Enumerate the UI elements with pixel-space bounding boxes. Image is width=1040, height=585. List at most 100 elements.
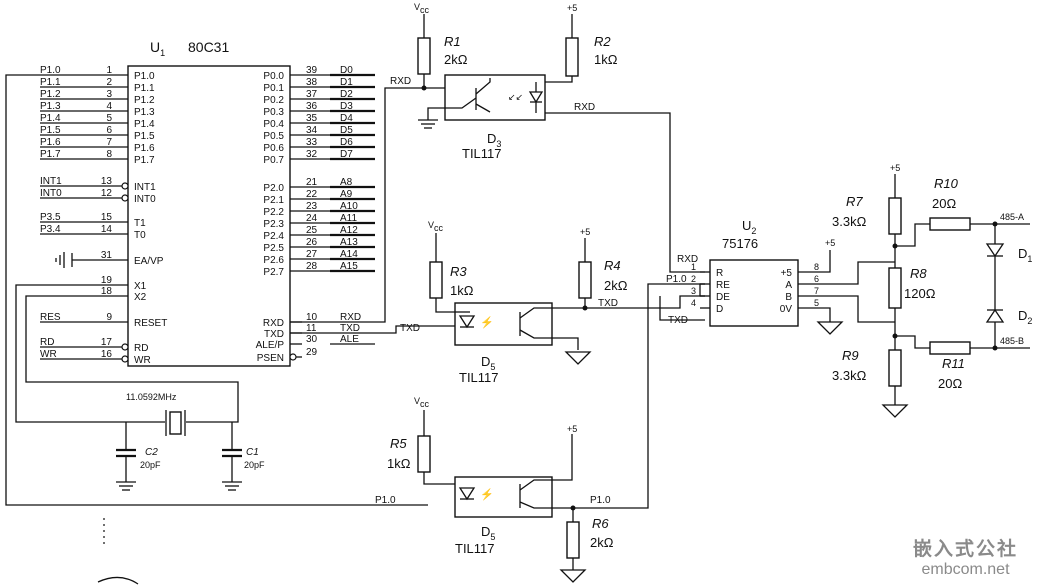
u1-pin-label-39: P0.0 xyxy=(263,71,284,82)
u1-pin-label-5: P1.4 xyxy=(134,119,155,130)
inversion-bubble-icon xyxy=(121,343,129,351)
r3-resistor: Vcc R3 1kΩ xyxy=(428,220,474,313)
c2-value: 20pF xyxy=(140,460,161,470)
u1-pin-num-14: 14 xyxy=(101,224,113,235)
u2-pin-num-6: 6 xyxy=(814,274,819,284)
plus5-r4-label: +5 xyxy=(580,227,590,237)
u1-pin-label-12: INT0 xyxy=(134,194,156,205)
p10-wire: P1.0 xyxy=(5,74,428,506)
c2-ground-icon xyxy=(116,481,136,491)
txd-net-label-2: TXD xyxy=(598,298,618,309)
rxd-wiring: RXD RXD RXD xyxy=(290,76,705,323)
u1-pin-num-15: 15 xyxy=(101,212,113,223)
u1-net-36: D3 xyxy=(340,101,353,112)
u2-pin-label-5: 0V xyxy=(780,304,793,315)
u1-net-35: D4 xyxy=(340,113,353,124)
u1-net-32: D7 xyxy=(340,149,353,160)
r6-ref: R6 xyxy=(592,516,609,531)
u1-net-26: A13 xyxy=(340,237,358,248)
p10-net-label-right: P1.0 xyxy=(590,495,611,506)
u1-net-28: A15 xyxy=(340,261,358,272)
vcc-r5-label: Vcc xyxy=(414,396,430,409)
watermark-cn: 嵌入式公社 xyxy=(912,538,1018,560)
rxd-net-label-2: RXD xyxy=(574,102,595,113)
u1-pin-label-14: T0 xyxy=(134,230,146,241)
plus5-r2-label: +5 xyxy=(567,3,577,13)
u1-pin-label-11: TXD xyxy=(264,329,284,340)
d3-ground-icon xyxy=(418,119,438,129)
r4-value: 2kΩ xyxy=(604,278,628,293)
u1-body xyxy=(127,65,291,367)
u1-pin-num-21: 21 xyxy=(306,177,318,188)
u1-net-4: P1.3 xyxy=(40,101,61,112)
inversion-bubble-icon xyxy=(121,182,129,190)
u1-pin-label-9: RESET xyxy=(134,318,167,329)
u1-part: 80C31 xyxy=(188,39,229,55)
plus5-r7-label: +5 xyxy=(890,163,900,173)
u1-pin-label-2: P1.1 xyxy=(134,83,155,94)
d5-middle-ref: D5 xyxy=(481,354,495,372)
u1-net-15: P3.5 xyxy=(40,212,61,223)
u2-body xyxy=(709,259,799,327)
crystal-frequency: 11.0592MHz xyxy=(126,392,177,402)
u1-net-34: D5 xyxy=(340,125,353,136)
plus5-lower-label: +5 xyxy=(567,424,577,434)
vcc-r1-label: Vcc xyxy=(414,2,430,15)
r8-value: 120Ω xyxy=(904,286,936,301)
u1-pin-num-8: 8 xyxy=(106,149,112,160)
p10-net-label-left: P1.0 xyxy=(375,495,396,506)
u1-pin-label-34: P0.5 xyxy=(263,131,284,142)
c1-value: 20pF xyxy=(244,460,265,470)
u1-pin-num-1: 1 xyxy=(106,65,112,76)
u2-pin-label-3: DE xyxy=(716,292,730,303)
u1-pin-num-16: 16 xyxy=(101,349,113,360)
u1-pin-label-7: P1.6 xyxy=(134,143,155,154)
ea-ground-icon xyxy=(55,252,128,268)
u1-pin-num-7: 7 xyxy=(106,137,112,148)
u1-pin-label-10: RXD xyxy=(263,318,284,329)
d5-light-icon-lower: ⚡ xyxy=(480,488,494,501)
u2-part: 75176 xyxy=(722,236,758,251)
u1-pin-label-3: P1.2 xyxy=(134,95,155,106)
u1-net-11: TXD xyxy=(340,323,360,334)
u1-pin-num-19: 19 xyxy=(101,275,113,286)
u1-pin-label-29: PSEN xyxy=(257,353,284,364)
u1-pin-num-23: 23 xyxy=(306,201,318,212)
u1-pin-label-26: P2.5 xyxy=(263,243,284,254)
u1-pin-num-32: 32 xyxy=(306,149,318,160)
u1-pin-label-19: X1 xyxy=(134,281,147,292)
r9-ref: R9 xyxy=(842,348,859,363)
u2-pin-label-8: +5 xyxy=(781,268,793,279)
u1-pin-label-36: P0.3 xyxy=(263,107,284,118)
u1-pin-label-16: WR xyxy=(134,355,151,366)
u1-pin-num-6: 6 xyxy=(106,125,112,136)
rxd-net-label-3: RXD xyxy=(677,254,698,265)
u2-pin-num-8: 8 xyxy=(814,262,819,272)
bus-a-label: 485-A xyxy=(1000,212,1024,222)
txd-net-label-3: TXD xyxy=(668,315,688,326)
d5-light-icon-middle: ⚡ xyxy=(480,316,494,329)
u1-pin-label-23: P2.2 xyxy=(263,207,284,218)
d5-lower-part: TIL117 xyxy=(455,541,495,556)
u1-net-17: RD xyxy=(40,337,54,348)
u1-pin-num-17: 17 xyxy=(101,337,113,348)
u2-pin-label-6: A xyxy=(785,280,792,291)
u1-net-16: WR xyxy=(40,349,57,360)
d3-ref: D3 xyxy=(487,131,501,149)
d2-ref: D2 xyxy=(1018,308,1032,326)
u1-pin-num-30: 30 xyxy=(306,334,318,345)
u1-net-25: A12 xyxy=(340,225,358,236)
u1-pin-num-12: 12 xyxy=(101,188,113,199)
vcc-r3-label: Vcc xyxy=(428,220,444,233)
u1-left-pins: P1.01P1.0P1.12P1.1P1.23P1.2P1.34P1.3P1.4… xyxy=(40,65,167,366)
u1-net-13: INT1 xyxy=(40,176,62,187)
u1-net-37: D2 xyxy=(340,89,353,100)
u1-net-10: RXD xyxy=(340,312,361,323)
u1-pin-label-8: P1.7 xyxy=(134,155,155,166)
r10-value: 20Ω xyxy=(932,196,956,211)
d5-lower-ref: D5 xyxy=(481,524,495,542)
u1-net-21: A8 xyxy=(340,177,353,188)
